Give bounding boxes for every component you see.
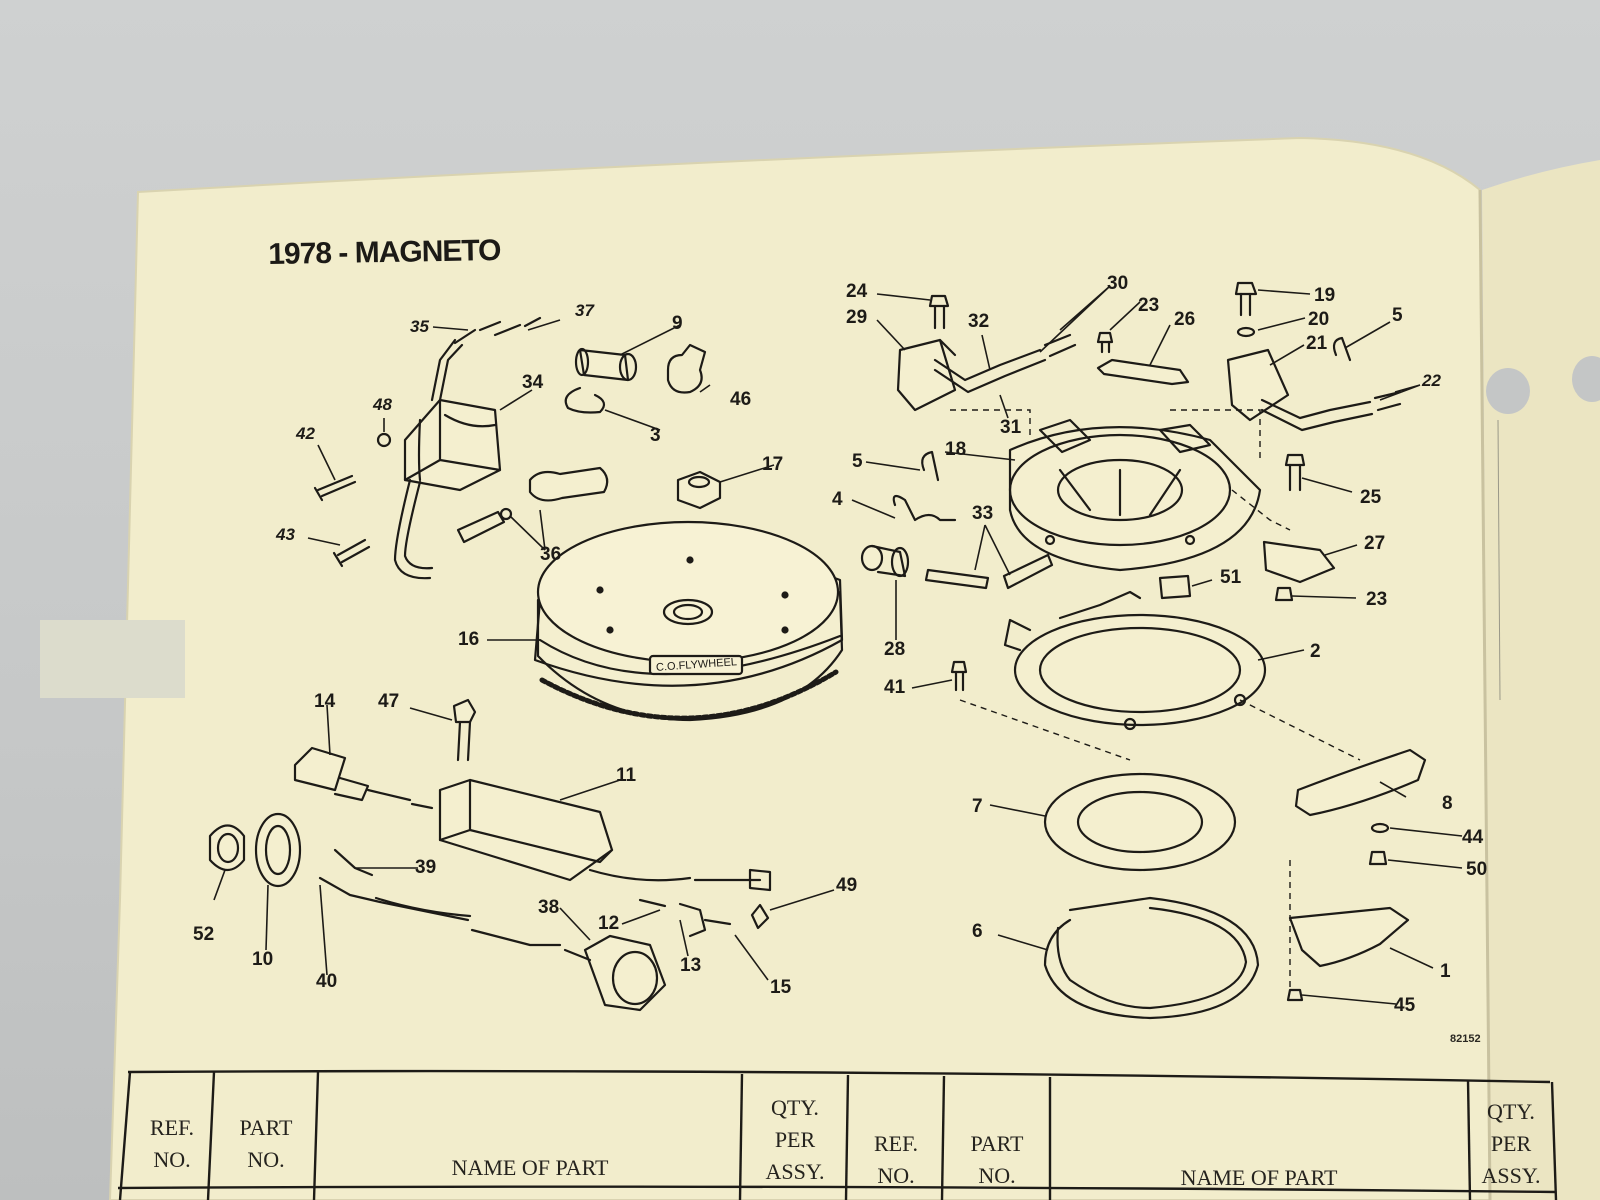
seal-drawing	[254, 812, 302, 888]
stator-ring-drawing	[1003, 590, 1267, 731]
punch-hole	[1572, 356, 1600, 402]
clamp-drawing	[666, 343, 707, 394]
header-name-right: NAME OF PART	[1180, 1165, 1338, 1190]
callout-43: 43	[276, 525, 295, 544]
drawing-number: 82152	[1450, 1033, 1481, 1045]
callout-9: 9	[672, 313, 683, 334]
callout-16: 16	[458, 629, 480, 650]
boot-drawing	[528, 466, 609, 502]
callout-22: 22	[1422, 371, 1441, 390]
callout-44: 44	[1462, 827, 1484, 848]
bleed-through-tab	[40, 620, 185, 698]
callout-13: 13	[680, 955, 702, 976]
callout-28: 28	[884, 639, 906, 660]
callout-4: 4	[832, 489, 843, 510]
callout-48: 48	[373, 395, 392, 414]
facing-page	[1482, 160, 1600, 1200]
callout-38: 38	[538, 897, 560, 918]
parts-table-grid	[117, 1069, 1558, 1200]
page-title: 1978 - MAGNETO	[268, 233, 501, 271]
callout-49: 49	[836, 875, 858, 896]
strap-drawing	[1096, 358, 1190, 386]
callout-26: 26	[1174, 309, 1196, 330]
header-part-no-left: PART NO.	[239, 1115, 293, 1172]
page-paper	[108, 136, 1492, 1200]
callout-1: 1	[1440, 961, 1451, 982]
callout-6: 6	[972, 921, 983, 942]
callout-7: 7	[972, 796, 983, 817]
callout-34: 34	[522, 372, 544, 393]
snap-ring-drawing	[1043, 896, 1260, 1020]
callout-46: 46	[730, 389, 752, 410]
callout-11: 11	[616, 765, 637, 786]
washer-drawing	[376, 432, 392, 448]
flywheel-drawing	[533, 520, 844, 722]
callout-40: 40	[316, 971, 338, 992]
callout-3: 3	[650, 425, 661, 446]
callout-2: 2	[1310, 641, 1321, 662]
callout-5b: 5	[852, 451, 863, 472]
callout-21: 21	[1306, 333, 1328, 354]
connector28-drawing	[860, 544, 884, 572]
callout-52: 52	[193, 924, 215, 945]
callout-5: 5	[1392, 305, 1403, 326]
header-qty-right: QTY. PER ASSY.	[1481, 1099, 1541, 1188]
ignition-coil-drawing	[393, 338, 502, 580]
callout-15: 15	[770, 977, 792, 998]
callout-8: 8	[1442, 793, 1453, 814]
callout-35: 35	[410, 317, 429, 336]
callout-45: 45	[1394, 995, 1416, 1016]
callout-29: 29	[846, 307, 868, 328]
retainer-ring-drawing	[1043, 772, 1237, 872]
callout-41: 41	[884, 677, 906, 698]
callout-19: 19	[1314, 285, 1336, 306]
callout-23b: 23	[1366, 589, 1388, 610]
callout-33: 33	[972, 503, 994, 524]
bracket-drawing	[1288, 906, 1410, 968]
stator-plate-drawing	[1008, 418, 1262, 572]
header-part-no-right: PART NO.	[970, 1131, 1024, 1188]
punch-hole	[1486, 368, 1530, 414]
callout-25: 25	[1360, 487, 1382, 508]
callout-47: 47	[378, 691, 400, 712]
callout-37: 37	[575, 301, 594, 320]
switch-drawing	[293, 746, 347, 792]
callout-10: 10	[252, 949, 274, 970]
connector-drawing	[574, 347, 638, 382]
charge-coil-drawing	[896, 338, 957, 412]
throttle-arm-drawing	[1294, 748, 1427, 817]
header-ref-no-right: REF. NO.	[873, 1131, 919, 1188]
callout-51: 51	[1220, 567, 1242, 588]
clip-drawing	[564, 386, 606, 414]
callout-14: 14	[314, 691, 336, 712]
callout-23: 23	[1138, 295, 1160, 316]
callout-20: 20	[1308, 309, 1330, 330]
header-ref-no-left: REF. NO.	[149, 1115, 195, 1172]
callout-12: 12	[598, 913, 620, 934]
callout-24: 24	[846, 281, 868, 302]
sensor-coil-drawing	[1226, 348, 1290, 422]
callout-50: 50	[1466, 859, 1488, 880]
callout-17: 17	[762, 454, 784, 475]
callout-27: 27	[1364, 533, 1386, 554]
screw-drawing	[313, 474, 357, 502]
callout-18: 18	[945, 439, 967, 460]
callout-39: 39	[415, 857, 437, 878]
callout-31: 31	[1000, 417, 1022, 438]
callout-36: 36	[540, 544, 562, 565]
callout-30: 30	[1107, 273, 1129, 294]
header-qty-left: QTY. PER ASSY.	[765, 1095, 825, 1184]
callout-32: 32	[968, 311, 990, 332]
callout-42: 42	[296, 424, 315, 443]
header-name-left: NAME OF PART	[451, 1155, 609, 1180]
